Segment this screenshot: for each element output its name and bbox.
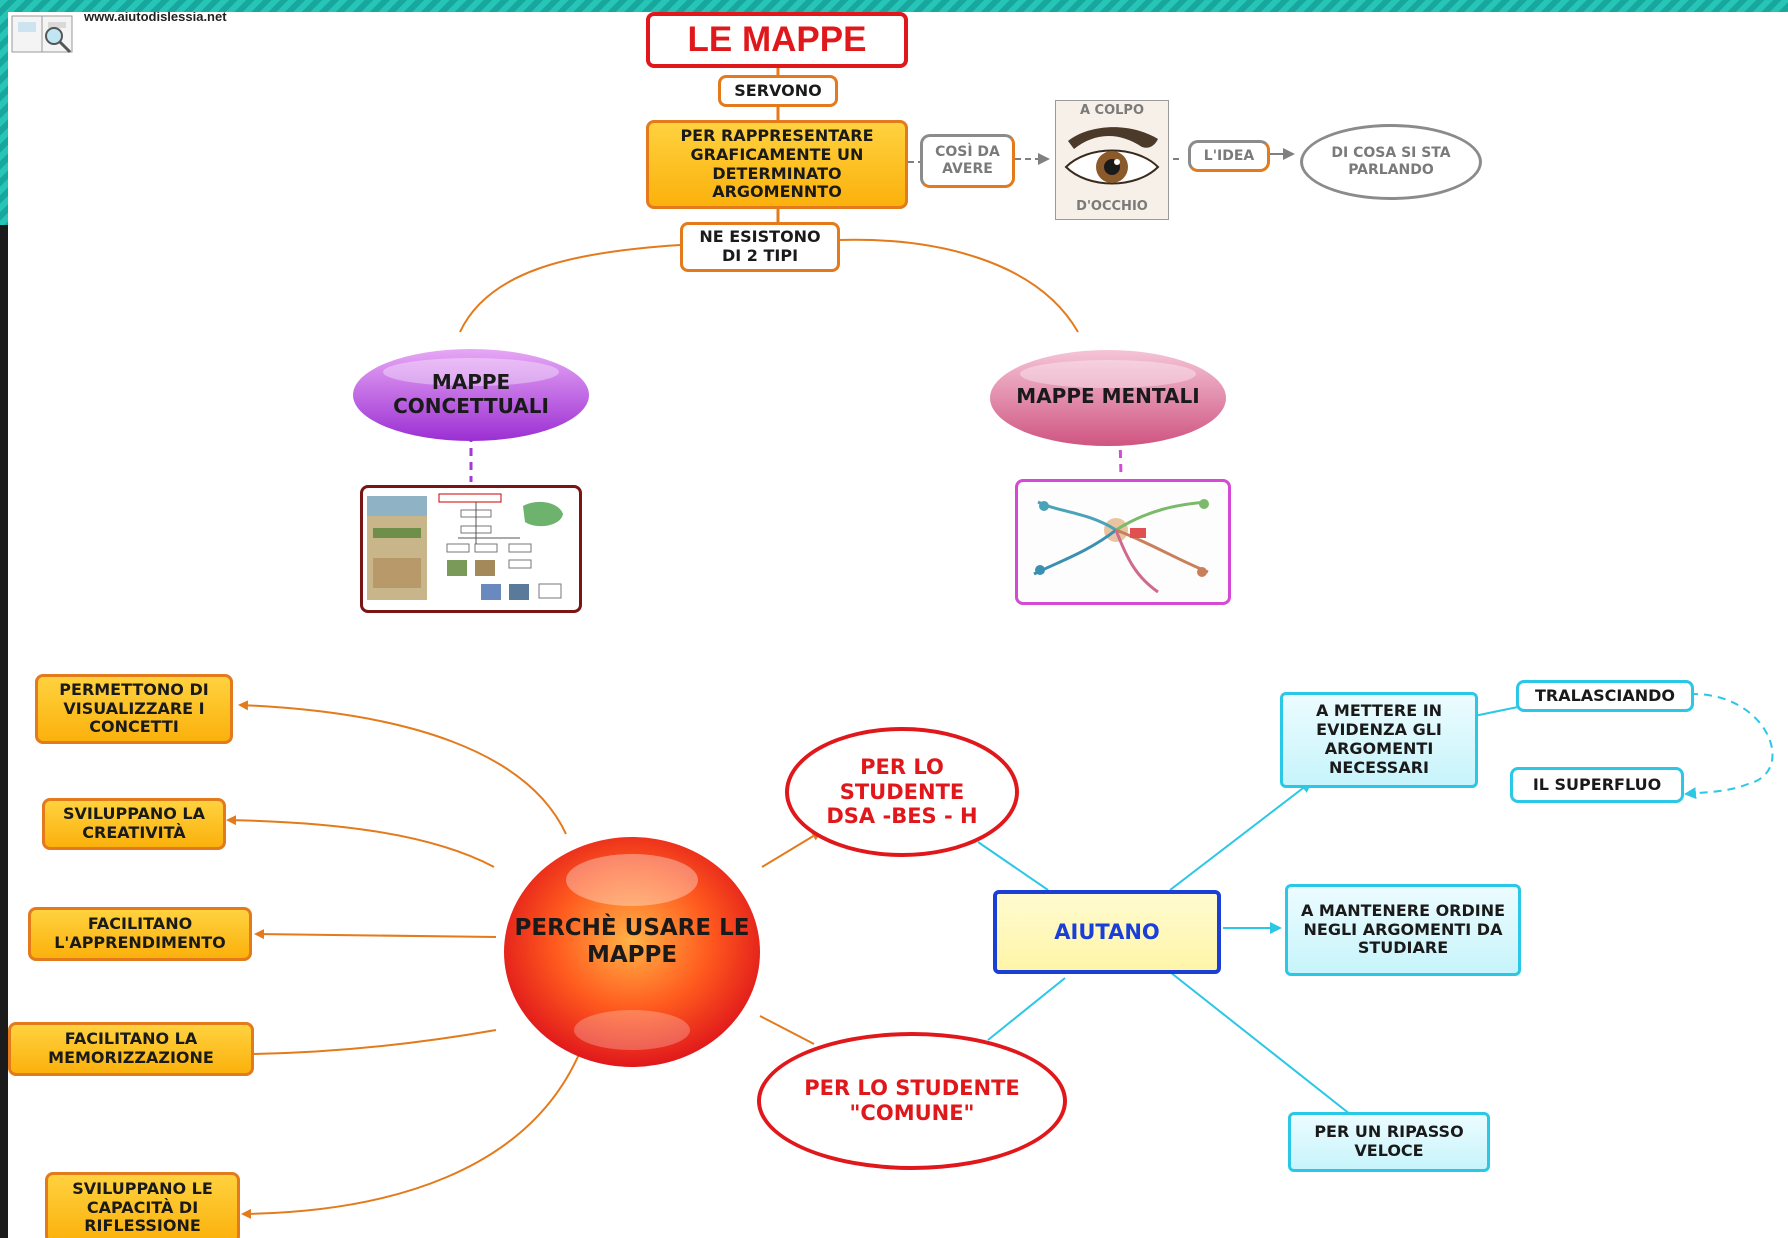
reason-riflessione: SVILUPPANO LE CAPACITÀ DI RIFLESSIONE (45, 1172, 240, 1238)
reason-memorizzazione: FACILITANO LA MEMORIZZAZIONE (8, 1022, 254, 1076)
eye-panel: A COLPO D'OCCHIO (1055, 100, 1169, 220)
reason-apprendimento: FACILITANO L'APPRENDIMENTO (28, 907, 252, 961)
mappe-concettuali-label: MAPPE CONCETTUALI (393, 370, 549, 418)
center-question: PERCHÈ USARE LE MAPPE (514, 914, 750, 968)
comune-student-oval: PER LO STUDENTE "COMUNE" (757, 1032, 1067, 1170)
reason-visualizzare: PERMETTONO DI VISUALIZZARE I CONCETTI (35, 674, 233, 744)
mantenere-ordine-box: A MANTENERE ORDINE NEGLI ARGOMENTI DA ST… (1285, 884, 1521, 976)
dsa-student-oval: PER LO STUDENTE DSA -BES - H (785, 727, 1019, 857)
center-sphere-shape (504, 837, 760, 1067)
ripasso-veloce-box: PER UN RIPASSO VELOCE (1288, 1112, 1490, 1172)
purpose-box: PER RAPPRESENTARE GRAFICAMENTE UN DETERM… (646, 120, 908, 209)
reason-creativita: SVILUPPANO LA CREATIVITÀ (42, 798, 226, 850)
site-logo (10, 12, 82, 56)
mind-map-canvas: www.aiutodislessia.net LE MAPPE SERVONO … (8, 12, 1788, 1238)
connector-lines (226, 64, 1774, 1219)
mappe-mentali-label: MAPPE MENTALI (1016, 384, 1200, 409)
idea-box: L'IDEA (1188, 140, 1270, 172)
aiutano-box: AIUTANO (993, 890, 1221, 974)
concettuali-bubble-shape (353, 349, 589, 441)
mettere-in-evidenza-box: A METTERE IN EVIDENZA GLI ARGOMENTI NECE… (1280, 692, 1478, 788)
cosi-da-avere-box: COSÌ DA AVERE (920, 134, 1015, 188)
mind-map-thumbnail (1015, 479, 1231, 605)
dark-side-band (0, 225, 8, 1238)
mind-map-thumbnail-icon (1033, 499, 1209, 594)
site-url[interactable]: www.aiutodislessia.net (84, 12, 227, 24)
page-title: LE MAPPE (646, 12, 908, 68)
eye-icon (1064, 127, 1160, 185)
eye-bottom-label: D'OCCHIO (1076, 199, 1148, 214)
concept-map-thumbnail-icon (367, 493, 563, 600)
dyslexia-book-magnifier-logo-icon (11, 15, 73, 54)
mentali-bubble-shape (990, 350, 1226, 446)
tipi-box: NE ESISTONO DI 2 TIPI (680, 222, 840, 272)
tralasciando-box: TRALASCIANDO (1516, 680, 1694, 712)
concept-map-thumbnail (360, 485, 582, 613)
di-cosa-oval: DI COSA SI STA PARLANDO (1300, 124, 1482, 200)
servono-label: SERVONO (718, 75, 838, 107)
eye-top-label: A COLPO (1079, 103, 1145, 118)
superfluo-box: IL SUPERFLUO (1510, 767, 1684, 803)
